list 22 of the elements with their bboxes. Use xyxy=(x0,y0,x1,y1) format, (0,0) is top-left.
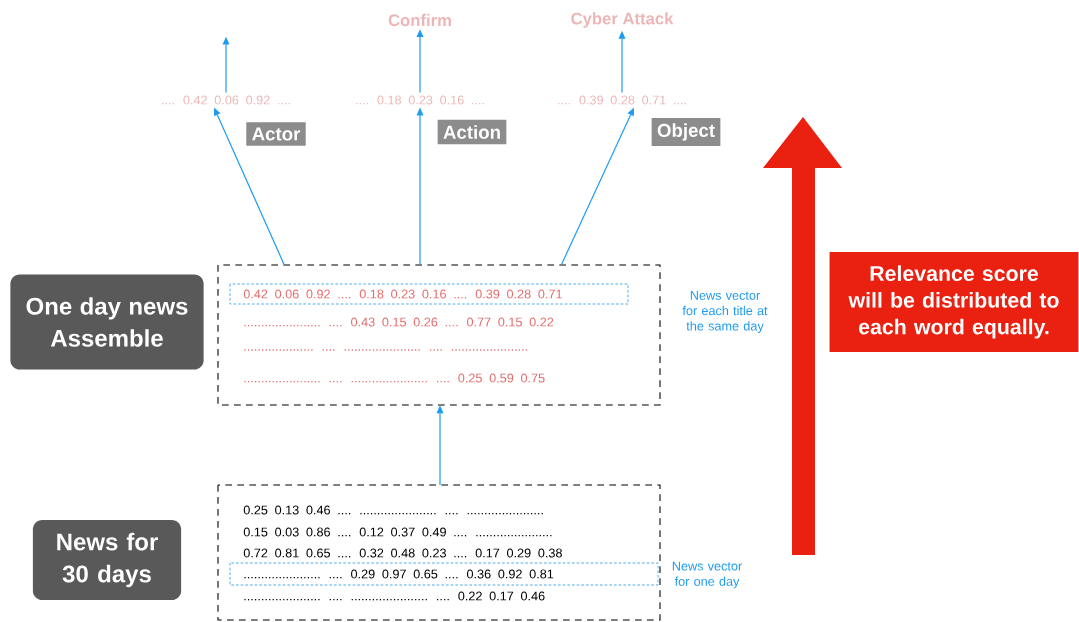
rounded-box: One day news Assemble xyxy=(10,274,204,370)
number-row: ...................... .... ...................... .... 0.22 0.17 0.46 xyxy=(244,591,545,601)
number-row: 0.72 0.81 0.65 .... 0.32 0.48 0.23 .... 0.17 0.29 0.38 xyxy=(243,548,562,558)
highlighted-row: 0.42 0.06 0.92 .... 0.18 0.23 0.16 .... 0.39 0.28 0.71 xyxy=(229,283,629,305)
vector-text: .... 0.42 0.06 0.92 .... xyxy=(162,95,290,105)
number-row: .................... .... ...................... .... ...................... xyxy=(244,349,528,351)
output-word: Cyber Attack xyxy=(571,12,674,28)
output-word: Confirm xyxy=(388,13,451,27)
number-row: 0.15 0.03 0.86 .... 0.12 0.37 0.49 .... ...................... xyxy=(243,527,552,537)
number-row: 0.25 0.13 0.46 .... ...................... .... ...................... xyxy=(243,505,543,515)
role-label: Object xyxy=(651,117,721,147)
vector-text: .... 0.18 0.23 0.16 .... xyxy=(356,95,484,105)
role-label: Action xyxy=(437,119,507,145)
role-label: Actor xyxy=(246,122,306,146)
rounded-box: News for 30 days xyxy=(32,520,182,600)
note-box: Relevance score will be distributed to each word equally. xyxy=(829,252,1079,352)
note-text: News vector for each title at the same day xyxy=(682,291,768,333)
note-text: News vector for one day xyxy=(672,561,742,589)
number-row: ...................... .... ...................... .... 0.25 0.59 0.75 xyxy=(244,373,545,383)
highlighted-row: ...................... .... 0.29 0.97 0.65 .... 0.36 0.92 0.81 xyxy=(229,562,659,586)
number-row: ...................... .... 0.43 0.15 0.26 .... 0.77 0.15 0.22 xyxy=(244,317,554,327)
vector-text: .... 0.39 0.28 0.71 .... xyxy=(558,95,686,105)
